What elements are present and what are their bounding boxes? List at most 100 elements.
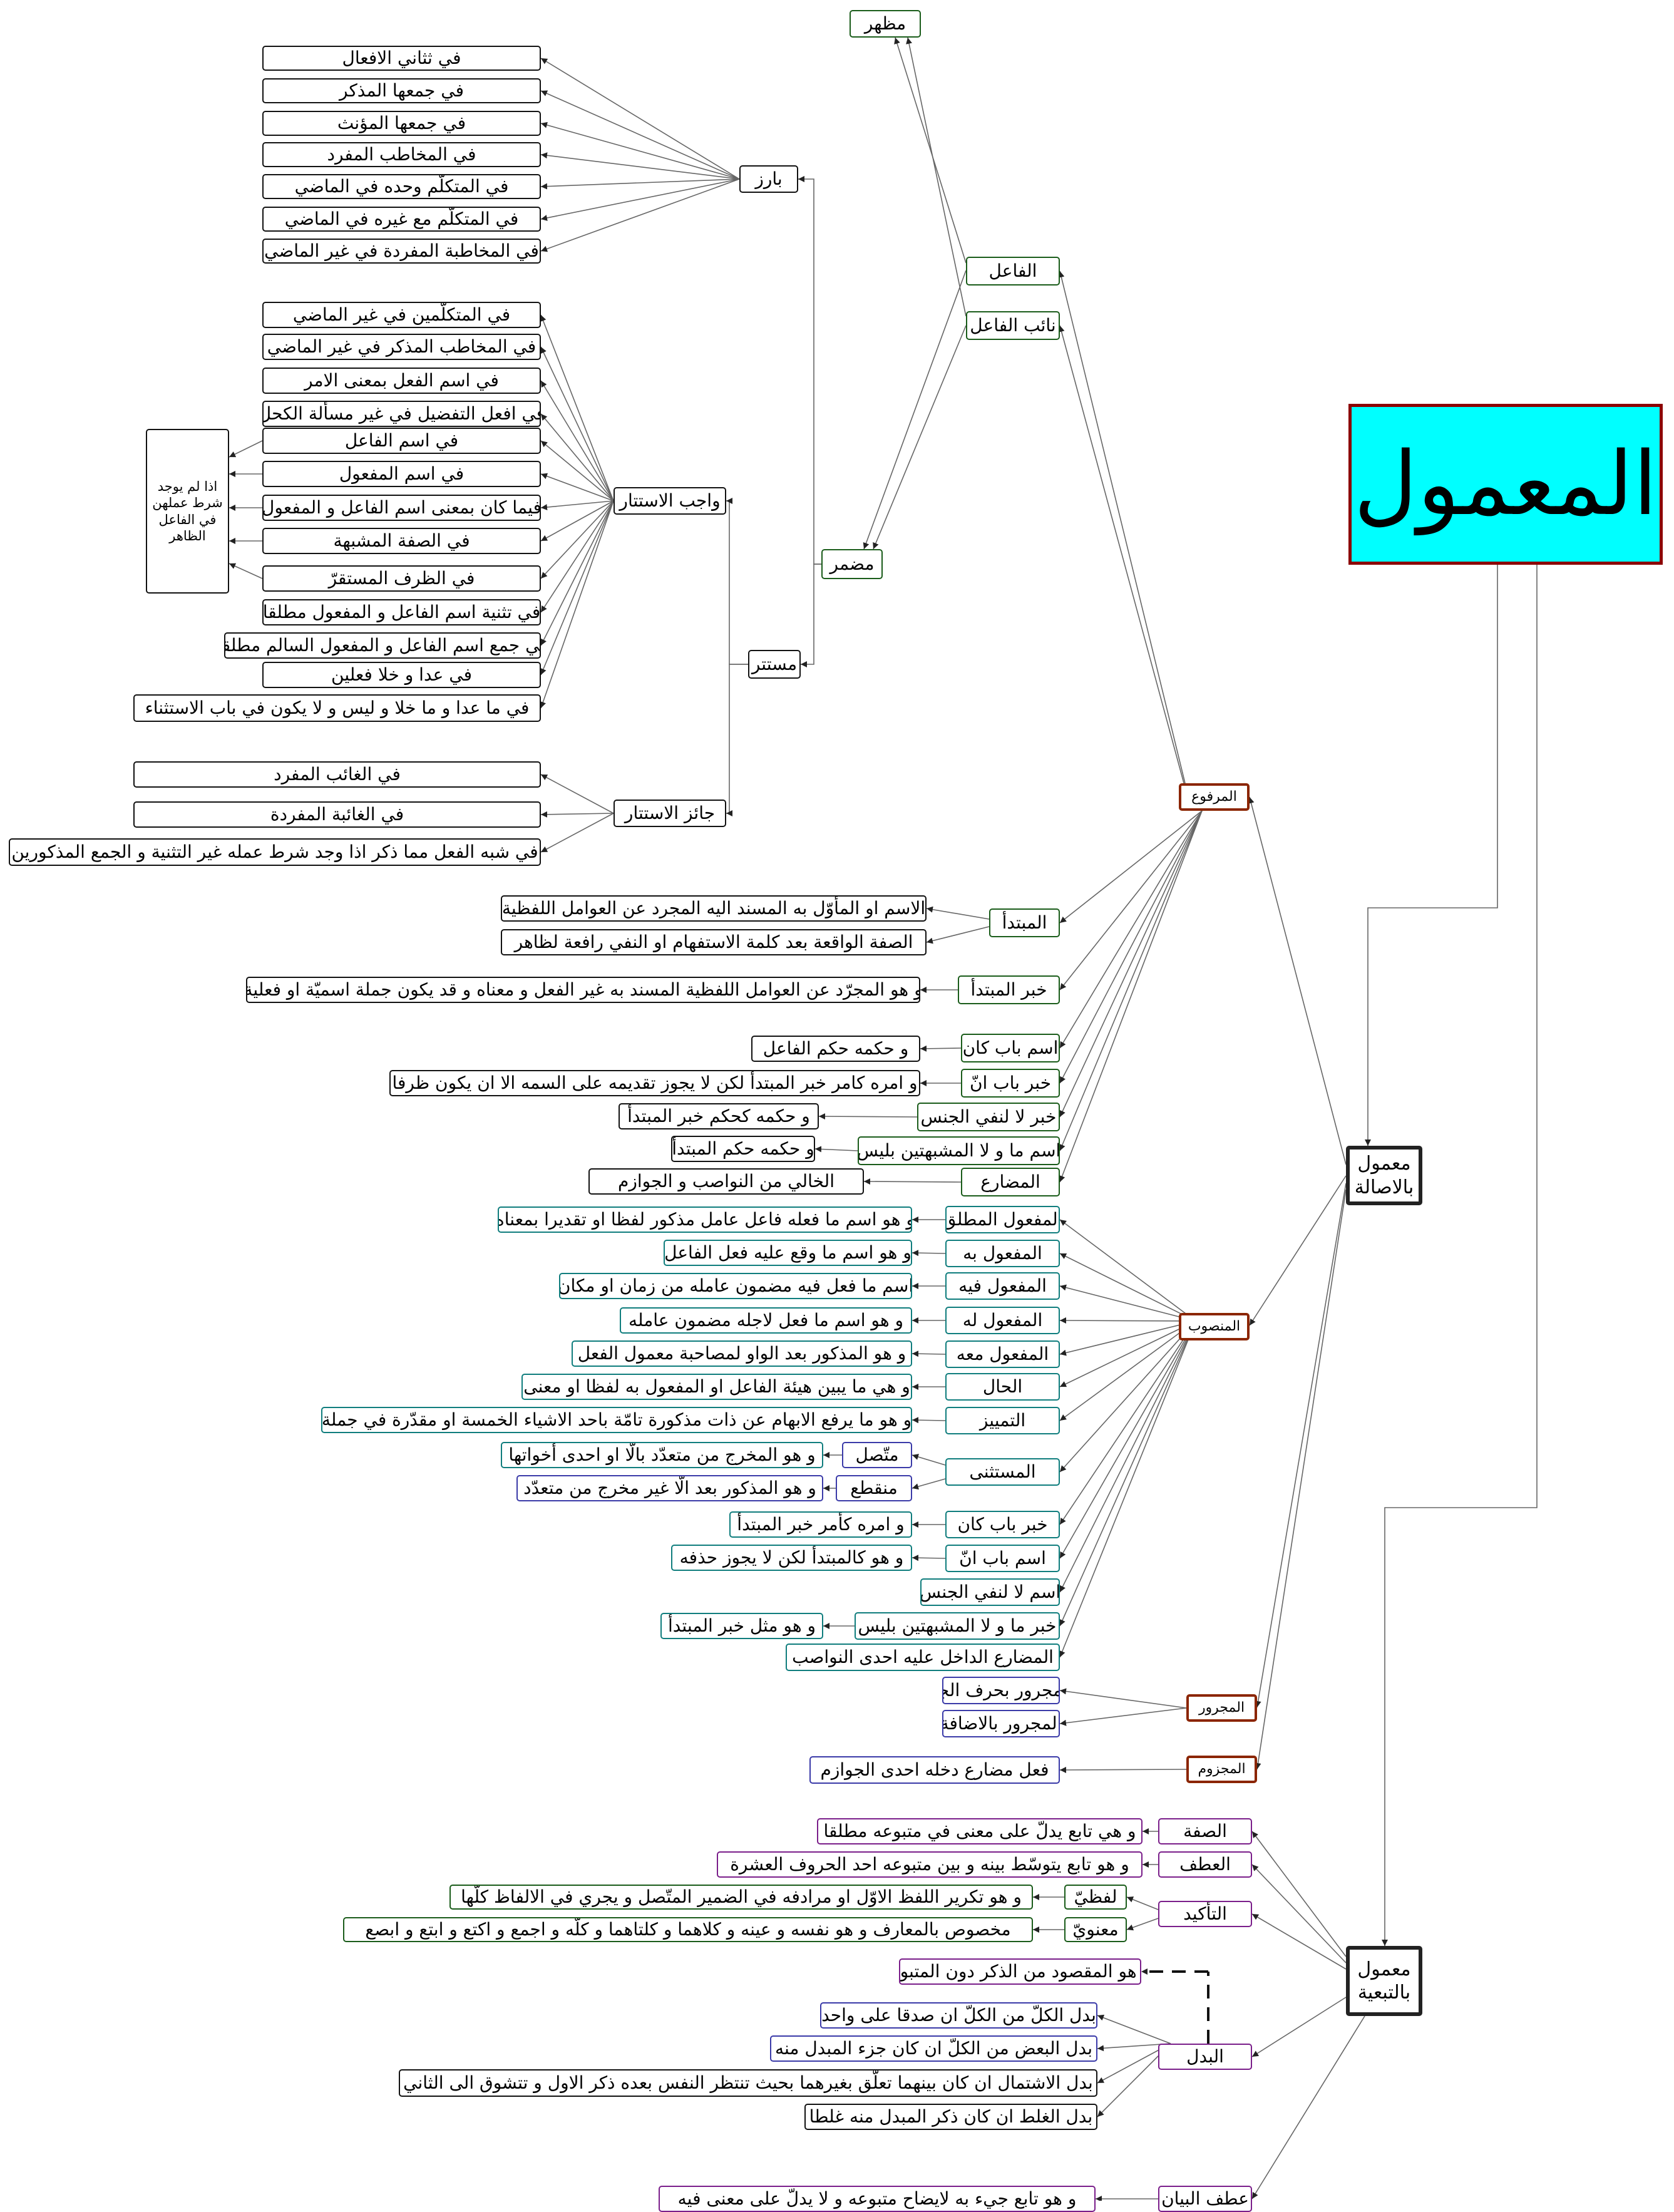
connector-line [1059,810,1203,1183]
connector-line [1058,325,1186,788]
connector-line [540,473,614,502]
connector-line [1059,1320,1196,1658]
tawabi-desc: و هو تابع يتوسّط بينه و بين متبوعه احد ا… [717,1851,1143,1878]
connector-line [1097,2014,1171,2044]
case-majzum: المجزوم [1186,1756,1257,1783]
connector-line [540,178,740,252]
badal-item: بدل البعض من الكلّ ان كان جزء المبدل منه [770,2035,1097,2062]
connector-line [540,500,614,646]
connector-line [1059,1320,1196,1356]
bariz-item: في جمعها المذكر [262,78,541,103]
connector-line [873,325,967,550]
wajib-item: في افعل التفضيل في غير مسألة الكحل [262,401,541,427]
jaiz-item: في الغائب المفرد [133,761,541,788]
connector-line [540,413,614,502]
connector-line [540,58,740,180]
connector-line [818,1113,918,1120]
mansub-desc: و هو المذكور بعد الواو لمصاحبة معمول الف… [572,1340,912,1367]
mansub-desc: و هو اسم ما فعل لاجله مضمون عامله [620,1307,912,1334]
marfu-item: خبر باب انّ [961,1069,1060,1098]
connector-line [229,563,263,579]
connector-line [920,1045,962,1052]
connector-line [1059,810,1203,1049]
connector-line [1255,1189,1347,1770]
badal-desc: و هو المقصود من الذكر دون المتبوع [899,1958,1141,1985]
connector-line [814,1146,858,1153]
mansub-item: المستثنى [945,1458,1060,1486]
mansub-item: المفعول به [945,1240,1060,1267]
wajib-item: في الصفة المشبهة [262,528,541,554]
connector-line [1059,810,1203,1118]
connector-line [906,37,967,317]
connector-line [1059,810,1203,923]
connector-line [863,1178,962,1185]
case-marfu: المرفوع [1179,783,1250,811]
mansub-item: المفعول معه [945,1340,1060,1368]
mansub-desc: و هو اسم ما فعله فاعل عامل مذكور لفظا او… [498,1206,912,1233]
connector-line [540,500,614,613]
connector-line [540,811,614,818]
marfu-desc: الاسم او المأوّل به المسند اليه المجرد ع… [501,895,927,922]
connector-line [863,270,967,550]
tawabi-item: العطف [1158,1851,1252,1878]
takid-item: لفظيّ [1064,1885,1127,1910]
page-title: المعمول [1348,404,1663,565]
connector-line [1059,810,1203,1084]
wajib-item: في المتكلّمين في غير الماضي [262,302,541,328]
connector-line [1059,1317,1196,1324]
connector-line [1251,2015,1365,2199]
mustathna-desc: و هو المخرج من متعدّد بالّا او احدى أخوا… [501,1442,823,1468]
marfu-item: خبر لا لنفي الجنس [917,1103,1060,1131]
connector-line [726,498,748,665]
connector-line [540,380,614,502]
wajib-item: في ما عدا و ما خلا و ليس و لا يكون في با… [133,694,541,722]
connector-line [540,500,614,511]
mansub-desc: اسم ما فعل فيه مضمون عامله من زمان او مك… [559,1273,912,1299]
bariz-item: في المخاطبة المفردة في غير الماضي [262,239,541,264]
connector-line [1059,1320,1196,1627]
mansub-item: خبر باب كان [945,1511,1060,1538]
marfu-desc: و حكمه حكم المبتدأ [671,1136,815,1162]
marfu-desc: و حكمه حكم الفاعل [751,1036,920,1062]
connector-line [229,440,263,458]
mansub-desc: و هو ما يرفع الابهام عن ذات مذكورة تامّة… [321,1407,912,1433]
connector-line [1382,565,1538,1946]
connector-line [1248,796,1347,1165]
connector-line [1059,1320,1196,1559]
connector-line [540,178,740,190]
connector-line [911,1478,946,1490]
connector-line [1059,1320,1196,1421]
connector-line [1059,810,1203,1151]
takid-desc: و هو تكرير اللفظ الاوّل او مرادفه في الض… [449,1885,1033,1910]
wajib-note: اذا لم يوجد شرط عملهن في الفاعل الظاهر [146,429,229,594]
mansub-item: الحال [945,1373,1060,1401]
connector-line [1126,1918,1159,1931]
connector-line [1059,1320,1196,1473]
connector-line [801,563,821,667]
connector-line [1059,1219,1196,1322]
majzum-item: فعل مضارع دخله احدى الجوازم [809,1756,1060,1784]
category-tabaiya: معمول بالتبعية [1346,1946,1422,2016]
bariz-item: في المتكلّم وحده في الماضي [262,174,541,199]
connector-line [1251,1913,1347,1970]
mustatir-node: مستتر [748,650,801,679]
mansub-item: المضارع الداخل عليه احدى النواصب [786,1644,1060,1671]
mansub-item: خبر ما و لا المشبهتين بليس [855,1612,1060,1640]
connector-line [540,500,614,676]
category-asala: معمول بالاصالة [1346,1146,1422,1205]
takid-item: معنويّ [1064,1917,1127,1942]
wajib-item: في جمع اسم الفاعل و المفعول السالم مطلقا [224,632,541,659]
connector-line [1059,810,1203,990]
marfu-item: اسم ما و لا المشبهتين بليس [858,1136,1060,1165]
connector-line [540,121,740,180]
connector-line [1059,1320,1196,1593]
mudmar-node: مضمر [821,549,883,579]
majrur-item: المجرور بالاضافة [942,1710,1060,1737]
bariz-item: في جمعها المؤنث [262,111,541,136]
connector-line [540,90,740,180]
connector-line [894,37,967,264]
takid-desc: مخصوص بالمعارف و هو نفسه و عينه و كلاهما… [343,1917,1033,1942]
marfu-item: المضارع [961,1168,1060,1196]
mansub-item: اسم باب انّ [945,1545,1060,1572]
tawabi-item: البدل [1158,2044,1252,2070]
